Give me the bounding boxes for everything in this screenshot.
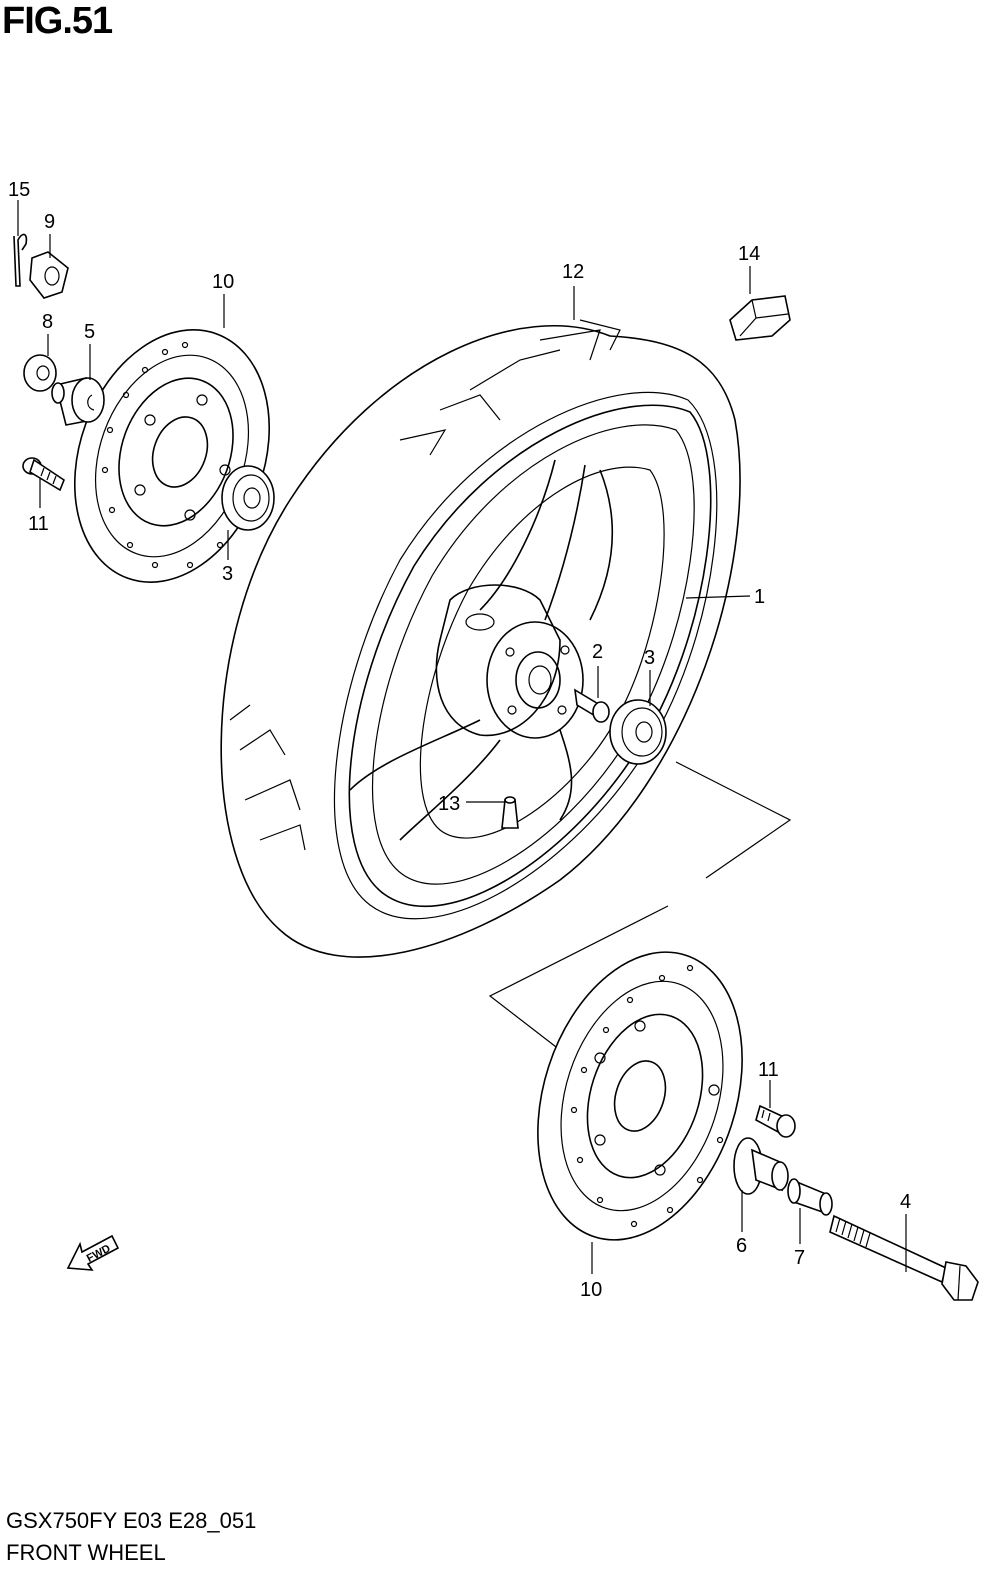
wheel-spokes: [349, 459, 614, 841]
model-code: GSX750FY E03 E28_051: [6, 1508, 257, 1533]
callout-4: 4: [900, 1191, 911, 1213]
rim-outer: [348, 404, 712, 908]
tire-outline: [220, 324, 741, 958]
axle-spacer-right: [787, 1178, 833, 1216]
front-axle: [829, 1214, 979, 1301]
callout-3-left: 3: [222, 563, 233, 585]
callout-8: 8: [42, 311, 53, 333]
callout-12: 12: [562, 261, 584, 283]
bearing-left: [221, 465, 275, 531]
callout-10-right: 10: [580, 1279, 602, 1301]
balance-weight: [729, 295, 791, 341]
tire-valve: [501, 796, 519, 829]
callout-6: 6: [736, 1235, 747, 1257]
axle-collar: [51, 377, 105, 426]
callout-14: 14: [738, 243, 760, 265]
rim-inner: [372, 424, 695, 885]
leader-lines: [17, 200, 907, 1274]
tire-bead: [333, 391, 718, 920]
bearing-right: [609, 699, 667, 765]
callout-15: 15: [8, 179, 30, 201]
washer: [23, 354, 57, 392]
forward-arrow-icon: FWD: [66, 1234, 120, 1271]
figure-name: FRONT WHEEL: [6, 1540, 166, 1565]
callout-13: 13: [438, 793, 460, 815]
callout-2: 2: [592, 641, 603, 663]
callout-3-right: 3: [644, 647, 655, 669]
wheel-hub: [435, 584, 584, 739]
figure-title: FIG.51: [2, 0, 113, 42]
axle-spacer: [573, 688, 610, 723]
callout-1: 1: [754, 586, 765, 608]
disc-bolt-right: [755, 1104, 796, 1138]
front-wheel-assembly: [220, 319, 741, 958]
brake-disc-left: [73, 329, 271, 583]
callout-7: 7: [794, 1247, 805, 1269]
rim-well: [419, 466, 665, 839]
cotter-pin: [13, 233, 28, 287]
callout-11-right: 11: [758, 1059, 779, 1081]
tread-pattern: [229, 319, 621, 851]
callout-5: 5: [84, 321, 95, 343]
ground-plane: [488, 761, 792, 1051]
callout-11-left: 11: [28, 513, 49, 535]
callout-numbers: 1 2 3 3 4 5 6 7 8 9 10 10 11 11 12 13 14…: [8, 179, 911, 1301]
axle-nut: [29, 251, 69, 299]
brake-disc-right: [537, 951, 743, 1241]
callout-10-left: 10: [212, 271, 234, 293]
axle-collar-right: [733, 1137, 789, 1195]
callout-9: 9: [44, 211, 55, 233]
fwd-label: FWD: [85, 1242, 113, 1264]
disc-bolt-left: [22, 457, 65, 492]
